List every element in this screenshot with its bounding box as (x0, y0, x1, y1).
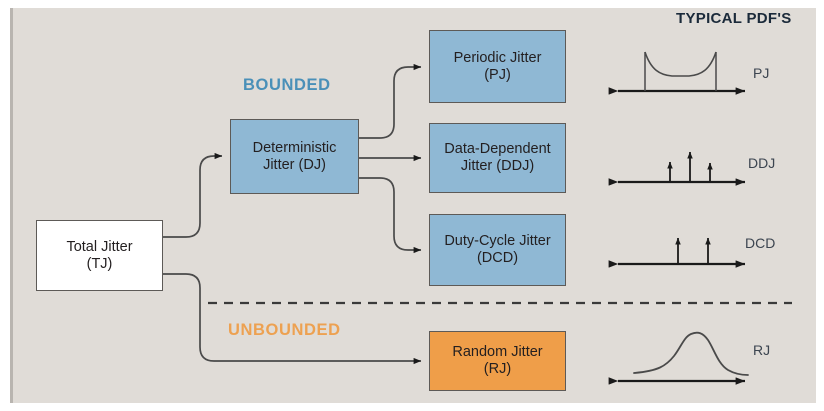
node-data-dependent-jitter-line1: Data-Dependent (444, 141, 551, 157)
node-total-jitter[interactable]: Total Jitter (TJ) (36, 220, 163, 291)
node-periodic-jitter[interactable]: Periodic Jitter (PJ) (429, 30, 566, 103)
node-random-jitter-line1: Random Jitter (452, 344, 543, 360)
node-duty-cycle-jitter-line1: Duty-Cycle Jitter (444, 233, 551, 249)
node-duty-cycle-jitter-line2: (DCD) (476, 250, 519, 266)
group-label-unbounded: UNBOUNDED (228, 321, 341, 339)
node-periodic-jitter-line1: Periodic Jitter (453, 49, 542, 66)
node-deterministic-jitter-line2: Jitter (DJ) (263, 156, 326, 173)
node-deterministic-jitter-line1: Deterministic (252, 139, 337, 156)
node-data-dependent-jitter[interactable]: Data-Dependent Jitter (DDJ) (429, 123, 566, 193)
diagram-panel (10, 8, 816, 403)
pdf-label-dcd: DCD (745, 235, 776, 251)
pdf-label-ddj: DDJ (748, 155, 776, 171)
node-periodic-jitter-line2: (PJ) (484, 66, 511, 83)
pdf-label-rj: RJ (753, 342, 771, 358)
node-total-jitter-line1: Total Jitter (66, 238, 133, 255)
pdf-label-pj: PJ (753, 65, 770, 81)
node-duty-cycle-jitter[interactable]: Duty-Cycle Jitter (DCD) (429, 214, 566, 286)
node-random-jitter[interactable]: Random Jitter (RJ) (429, 331, 566, 391)
panel-left-edge (10, 8, 13, 403)
node-data-dependent-jitter-line2: Jitter (DDJ) (460, 158, 535, 174)
group-label-bounded: BOUNDED (243, 76, 331, 94)
node-random-jitter-line2: (RJ) (483, 361, 512, 377)
node-total-jitter-line2: (TJ) (86, 255, 113, 272)
node-deterministic-jitter[interactable]: Deterministic Jitter (DJ) (230, 119, 359, 194)
pdf-column-header: TYPICAL PDF'S (676, 10, 792, 27)
